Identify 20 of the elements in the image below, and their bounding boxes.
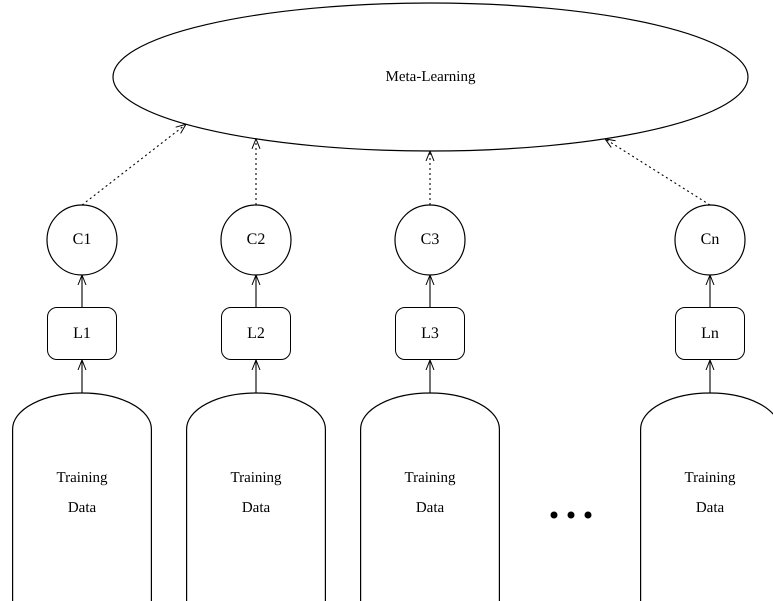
arrow [426,274,434,307]
arrow [252,360,260,393]
dashed-arrow [604,138,710,206]
learner-box [395,307,465,360]
arrow [252,274,260,307]
node-label: L2 [247,324,265,344]
learner-box [675,307,745,360]
arrow [706,274,714,307]
node-label: L3 [421,324,439,344]
dashed-arrow [252,138,260,205]
arrow [426,360,434,393]
node-label: L1 [73,324,91,344]
arrow [78,274,86,307]
arrow [78,360,86,393]
dashed-arrow [82,124,186,206]
learner-box [221,307,291,360]
learner-box [47,307,117,360]
arrow [706,360,714,393]
dashed-arrow [426,150,434,205]
node-label: Ln [701,324,719,344]
